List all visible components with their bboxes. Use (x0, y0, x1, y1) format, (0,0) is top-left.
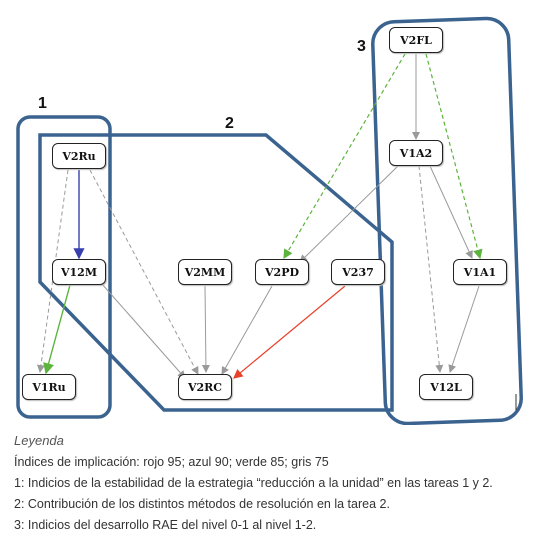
group-2-number: 2 (225, 115, 234, 132)
node-v2mm: V2MM (178, 259, 232, 285)
implication-diagram: 1 2 3 V2Ru V12M V1Ru V2MM V2PD V237 V2RC… (16, 16, 523, 425)
edge-v2pd-v2rc (221, 285, 273, 375)
node-v2rc: V2RC (178, 374, 232, 400)
legend-line-2: 2: Contribución de los distintos métodos… (14, 497, 390, 511)
group-3-number: 3 (357, 38, 366, 55)
edge-v2ru-v2rc (89, 169, 199, 375)
node-v12l: V12L (419, 374, 473, 400)
legend-line-3: 3: Indicios del desarrollo RAE del nivel… (14, 518, 317, 532)
edge-v12m-v1ru (43, 284, 71, 375)
edge-v1a2-v2pd (299, 163, 401, 263)
edge-v1a1-v12l (448, 285, 480, 373)
legend-line-1: 1: Indicios de la estabilidad de la estr… (14, 476, 493, 490)
node-v2fl: V2FL (389, 27, 443, 53)
group-1-outline (16, 115, 112, 419)
node-v12m: V12M (52, 259, 106, 285)
node-v2pd: V2PD (255, 259, 309, 285)
diagram-canvas (16, 16, 523, 425)
node-v1a1: V1A1 (453, 259, 507, 285)
edge-v12m-v2rc (101, 283, 186, 379)
group-3-outline (371, 16, 523, 425)
node-v2ru: V2Ru (52, 143, 106, 169)
edge-v2mm-v2rc (201, 285, 210, 373)
edge-v237-v2rc (233, 285, 346, 379)
legend-line-colors: Índices de implicación: rojo 95; azul 90… (14, 455, 329, 469)
edge-v1a2-v12l (418, 165, 444, 373)
edge-v1a2-v1a1 (429, 165, 473, 259)
edge-v2fl-v2pd (283, 53, 406, 260)
node-v1a2: V1A2 (389, 140, 443, 166)
node-v1ru: V1Ru (22, 374, 76, 400)
node-v237: V237 (331, 259, 385, 285)
group-2-outline (38, 133, 394, 412)
legend-title: Leyenda (14, 433, 64, 448)
group-1-number: 1 (38, 95, 47, 112)
edge-v2fl-v1a1 (425, 53, 483, 260)
